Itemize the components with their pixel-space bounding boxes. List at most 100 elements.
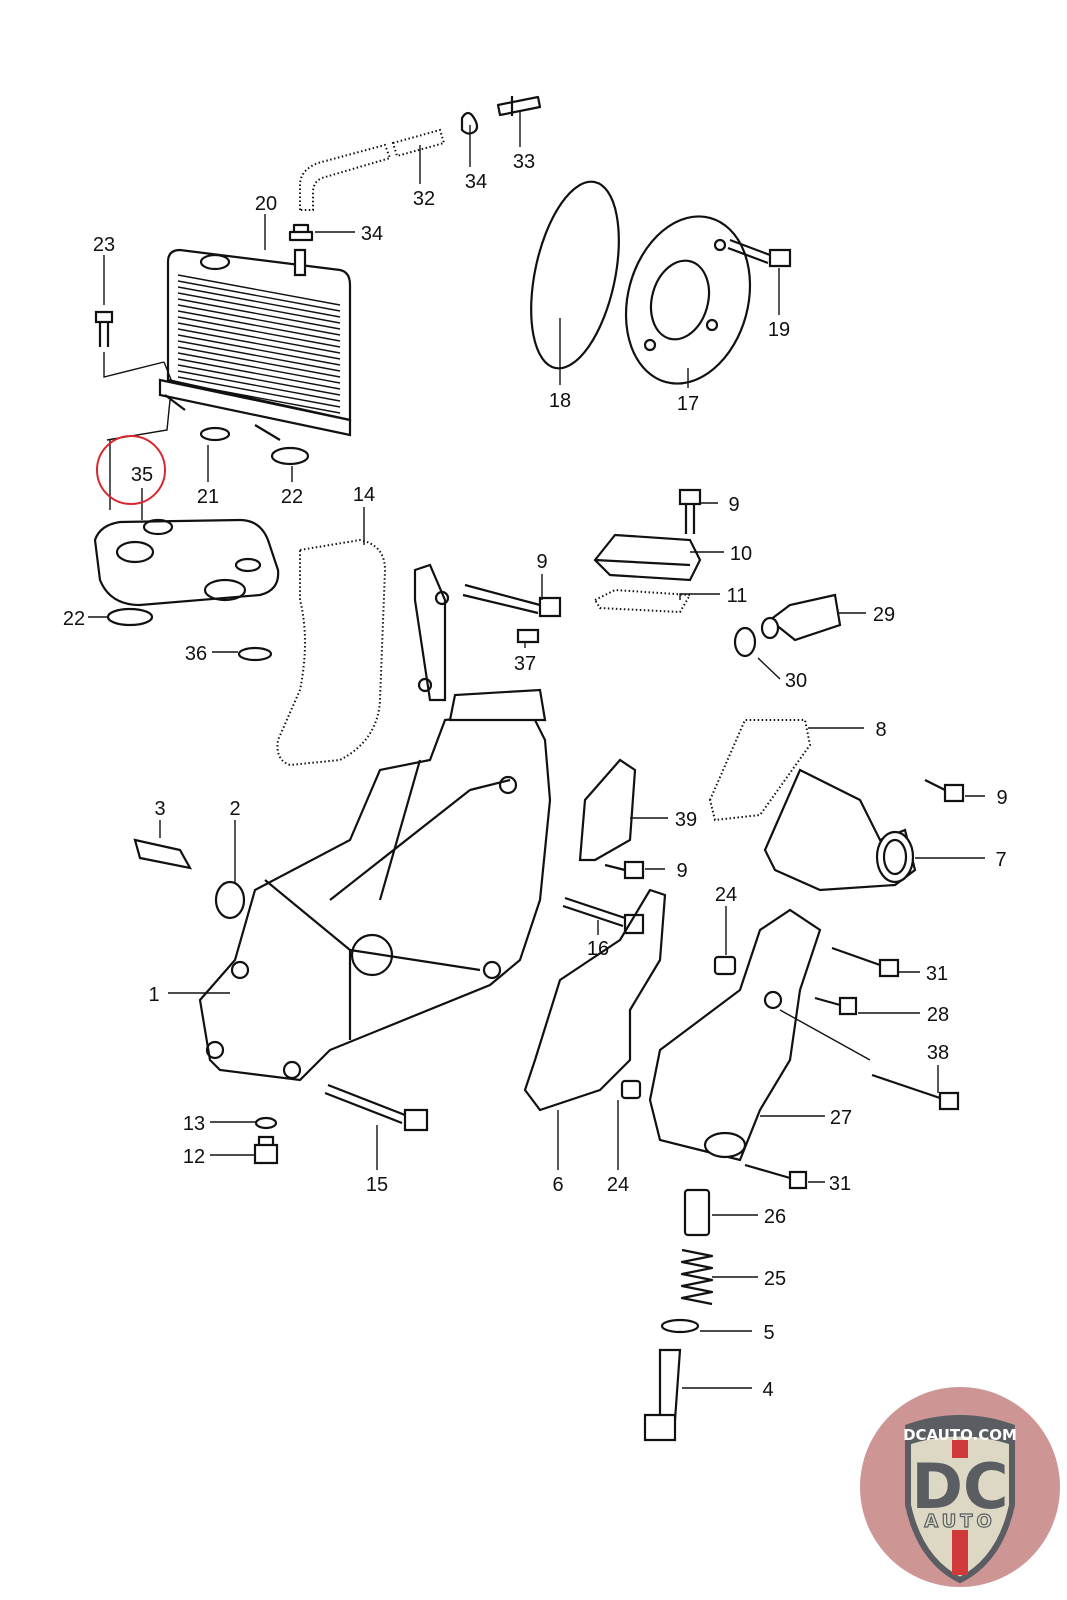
callout-2: 2	[229, 798, 240, 820]
part-bushing-24a	[713, 955, 737, 976]
part-bushing-24b	[620, 1079, 642, 1100]
callout-9: 9	[996, 787, 1007, 809]
part-pin-3	[133, 838, 193, 870]
callout-7: 7	[995, 849, 1006, 871]
callout-14: 14	[353, 484, 375, 506]
cooler-fin	[177, 322, 341, 354]
callout-8: 8	[875, 719, 886, 741]
cooler-fin	[177, 346, 341, 378]
callout-9: 9	[728, 494, 739, 516]
part-seal-30	[733, 626, 757, 658]
callout-22: 22	[281, 486, 303, 508]
part-sensor-29	[760, 593, 842, 642]
part-spring-25	[680, 1248, 714, 1306]
part-gasket-6	[523, 888, 667, 1112]
callout-26: 26	[764, 1206, 786, 1228]
cooler-fin	[177, 304, 341, 336]
callout-11: 11	[727, 585, 748, 607]
callout-39: 39	[675, 809, 697, 831]
callout-24: 24	[607, 1174, 629, 1196]
cooler-fin	[177, 298, 341, 330]
part-seal-22	[270, 446, 310, 466]
cooler-fin	[177, 280, 341, 312]
callout-34: 34	[361, 223, 383, 245]
part-bolt-9-right	[924, 779, 965, 803]
cooler-fin	[177, 358, 341, 390]
callout-27: 27	[830, 1107, 852, 1129]
callout-5: 5	[763, 1322, 774, 1344]
part-gasket-11	[593, 588, 692, 614]
part-seal-36	[237, 646, 273, 662]
callout-23: 23	[93, 234, 115, 256]
callout-3: 3	[154, 798, 165, 820]
callout-24: 24	[715, 884, 737, 906]
callout-31: 31	[926, 963, 948, 985]
cooler-fin	[177, 286, 341, 318]
leader-line-11	[679, 593, 720, 600]
part-cover-17	[624, 215, 752, 385]
cooler-fin	[177, 382, 341, 414]
callout-31: 31	[829, 1173, 851, 1195]
cooler-fin	[177, 370, 341, 402]
callout-32: 32	[413, 188, 435, 210]
part-clamp-34	[288, 111, 479, 242]
part-washer-13	[254, 1116, 278, 1130]
part-washer-5	[660, 1318, 700, 1334]
cooler-fin	[177, 352, 341, 384]
part-bolt-9-mid	[462, 583, 562, 618]
part-bolts-31-28-38	[744, 946, 960, 1190]
callout-18: 18	[549, 390, 571, 412]
part-bolt-9-top	[678, 488, 702, 534]
logo-sub-text: AUTO	[924, 1511, 996, 1532]
part-bolt-16	[562, 896, 645, 935]
callout-21: 21	[197, 486, 219, 508]
callout-25: 25	[764, 1268, 786, 1290]
callout-20: 20	[255, 193, 277, 215]
cooler-fin	[177, 364, 341, 396]
leader-23	[103, 352, 173, 383]
part-oring-18	[530, 180, 620, 370]
callout-15: 15	[366, 1174, 388, 1196]
callout-38: 38	[927, 1042, 949, 1064]
callout-6: 6	[552, 1174, 563, 1196]
cooler-fin	[177, 340, 341, 372]
cooler-fin	[177, 292, 341, 324]
cooler-fin	[177, 310, 341, 342]
callout-28: 28	[927, 1004, 949, 1026]
part-bolt-9-lower	[604, 860, 645, 880]
part-plug-12	[253, 1135, 279, 1165]
callout-35: 35	[131, 464, 153, 486]
logo-letters: DC	[912, 1450, 1009, 1523]
part-plate-35	[93, 518, 280, 607]
logo-site-text: DCAUTO.COM	[903, 1426, 1017, 1444]
part-fitting-33	[496, 95, 542, 117]
callout-4: 4	[762, 1379, 773, 1401]
part-bolt-15	[324, 1083, 429, 1132]
part-cover-10	[593, 533, 702, 582]
part-gasket-14	[276, 538, 387, 767]
callout-29: 29	[873, 604, 895, 626]
part-oring-2	[214, 880, 246, 920]
part-hose-32	[299, 128, 446, 211]
cooler-fin	[177, 328, 341, 360]
callout-22: 22	[63, 608, 85, 630]
callout-17: 17	[677, 393, 699, 415]
part-elbow-7	[763, 768, 917, 892]
callout-1: 1	[148, 984, 159, 1006]
part-bracket-39	[578, 758, 637, 862]
part-oil-cooler-20	[158, 248, 352, 441]
callout-30: 30	[785, 670, 807, 692]
callout-37: 37	[514, 653, 536, 675]
callout-36: 36	[185, 643, 207, 665]
leader-line-30	[757, 657, 781, 680]
cooler-fin	[177, 376, 341, 408]
callout-16: 16	[587, 938, 609, 960]
part-plug-4	[643, 1348, 682, 1442]
callout-34: 34	[465, 171, 487, 193]
part-bolt-19	[727, 238, 792, 268]
dcauto-logo: DCAUTO.COM DC AUTO	[860, 1387, 1060, 1587]
part-thermostat-26	[683, 1188, 711, 1237]
cooler-fin	[177, 274, 341, 306]
part-gasket-8	[708, 719, 812, 822]
